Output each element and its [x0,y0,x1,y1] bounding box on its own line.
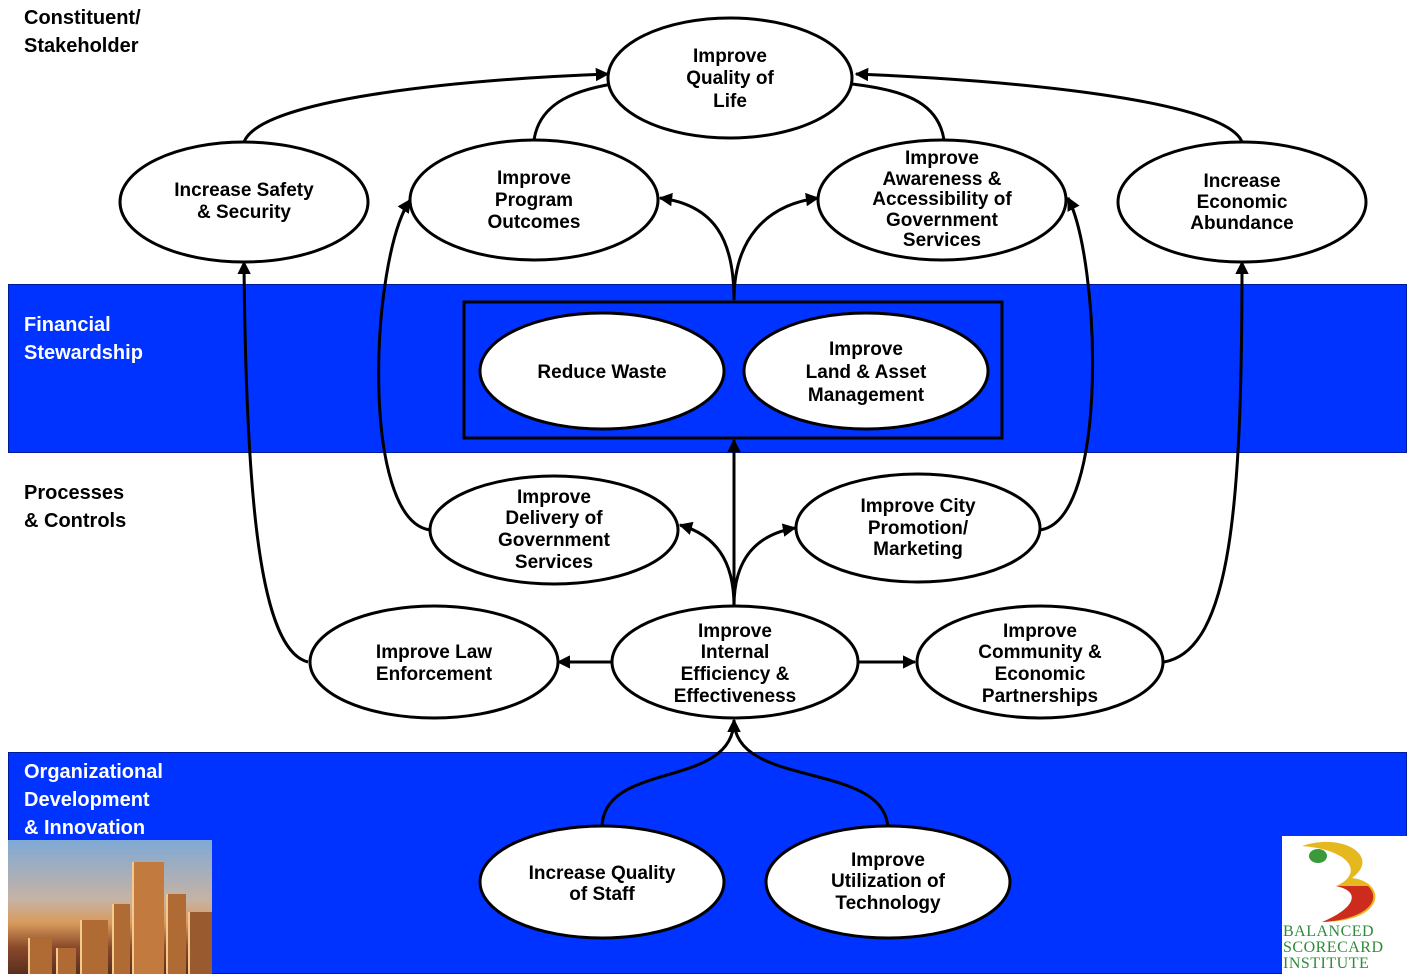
node-reduce-waste: Reduce Waste [478,311,726,431]
edge-financial-to-awareness [732,192,820,301]
edge-economic-to-quality-of-life [854,67,1244,143]
edge-financial-to-program-outcomes [658,192,736,301]
edge-staff-to-efficiency [600,718,741,829]
balanced-scorecard-logo: BALANCED SCORECARD INSTITUTE [1282,836,1408,974]
financial-objectives-box [462,300,1004,440]
city-skyline-image [8,840,212,974]
edge-efficiency-to-delivery [678,521,736,607]
edge-safety-to-quality-of-life [242,67,610,143]
edge-law-enforcement-to-safety [237,260,309,664]
svg-text:Reduce Waste: Reduce Waste [537,362,666,383]
section-label-processes: Processes & Controls [24,482,127,532]
logo-mark-icon [1302,841,1376,922]
edge-program-outcomes-to-quality-of-life [532,82,613,141]
section-label-organizational: Organizational Development & Innovation [24,761,163,839]
edge-delivery-to-program-outcomes [377,198,431,532]
section-label-financial: Financial Stewardship [24,314,143,364]
edge-awareness-to-quality-of-life [851,82,946,141]
edge-promotion-to-awareness [1039,196,1094,532]
edge-efficiency-to-promotion [732,523,797,607]
node-safety-security: Increase Safety& Security [118,140,370,264]
section-label-constituent: Constituent/ Stakeholder [24,7,141,57]
logo-text-line3: INSTITUTE [1283,955,1370,972]
svg-text:Increase Safety& Security: Increase Safety& Security [174,180,314,223]
logo-text-line1: BALANCED [1283,923,1375,940]
edge-community-to-economic [1163,260,1249,664]
logo-text-line2: SCORECARD [1283,939,1384,956]
edge-technology-to-efficiency [727,718,890,831]
